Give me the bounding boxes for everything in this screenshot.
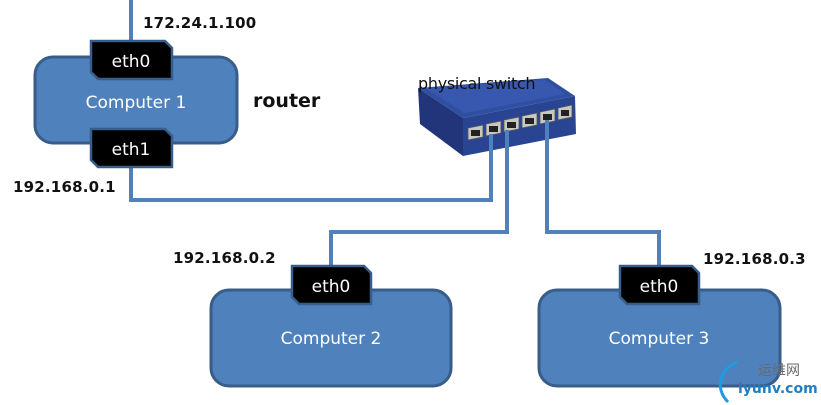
watermark-en-text: iyunv.com: [738, 381, 818, 397]
computer-1-node[interactable]: Computer 1 eth0 eth1: [33, 39, 239, 169]
computer-1-eth1-ip: 192.168.0.1: [13, 178, 116, 196]
switch-port-holes: [471, 110, 569, 136]
switch-port-hole: [543, 114, 552, 120]
computer-3-eth0-tag[interactable]: eth0: [618, 264, 701, 306]
computer-1-eth0-ip: 172.24.1.100: [143, 14, 257, 32]
nic-shape: [89, 127, 174, 169]
computer-3-node[interactable]: Computer 3 eth0: [537, 264, 782, 388]
watermark-cn-text: 运维网: [758, 363, 800, 379]
switch-top-highlight: [425, 80, 565, 113]
switch-port-hole: [561, 110, 569, 116]
link-computer2-eth0-to-switch: [329, 135, 509, 268]
switch-side: [418, 88, 463, 156]
computer-2-eth0-label: eth0: [312, 277, 351, 297]
watermark-logo-icon: [718, 360, 739, 404]
computer-3-eth0-label: eth0: [640, 277, 679, 297]
link-computer3-eth0-to-switch: [545, 130, 661, 268]
router-label: router: [253, 90, 321, 112]
link-computer1-eth1-to-switch: [129, 135, 493, 202]
computer-2-eth0-tag[interactable]: eth0: [290, 264, 373, 306]
switch-port-hole: [471, 130, 480, 136]
computer-1-label: Computer 1: [86, 93, 187, 113]
switch-cables: [489, 120, 549, 160]
computer-1-eth0-tag[interactable]: eth0: [89, 39, 174, 81]
computer-2-label: Computer 2: [281, 329, 382, 349]
switch-port-hole: [507, 122, 516, 128]
switch-port-hole: [525, 118, 534, 124]
links: [129, 0, 661, 268]
computer-2-eth0-ip: 192.168.0.2: [173, 249, 276, 267]
nic-shape: [618, 264, 701, 306]
switch-port-hole: [489, 126, 498, 132]
computer-1-eth0-label: eth0: [112, 52, 151, 72]
nic-shape: [290, 264, 373, 306]
computer-1-eth1-label: eth1: [112, 140, 151, 160]
computer-1-eth1-tag[interactable]: eth1: [89, 127, 174, 169]
computer-3-eth0-ip: 192.168.0.3: [703, 250, 806, 268]
computer-3-label: Computer 3: [609, 329, 710, 349]
computer-2-node[interactable]: Computer 2 eth0: [209, 264, 453, 388]
switch-label: physical switch: [418, 74, 536, 93]
nic-shape: [89, 39, 174, 81]
